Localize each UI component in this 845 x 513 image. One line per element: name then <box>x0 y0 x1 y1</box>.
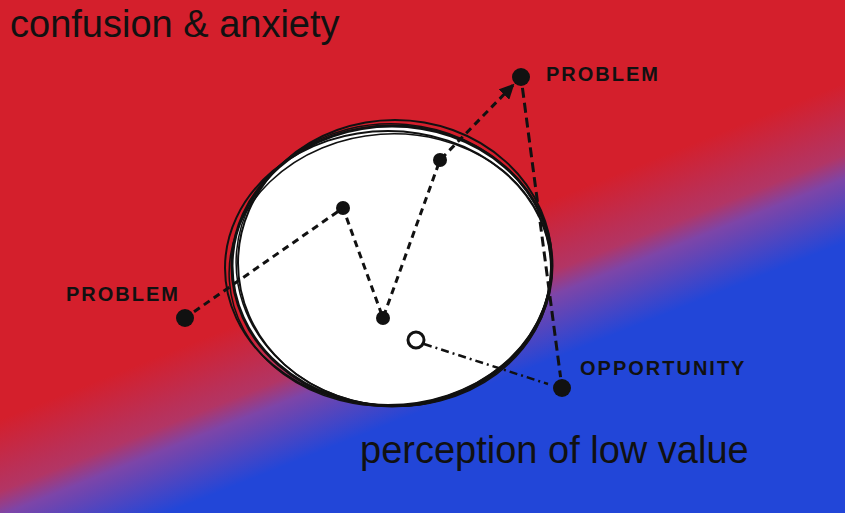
point-label: OPPORTUNITY <box>580 358 746 378</box>
point-label: PROBLEM <box>66 284 180 304</box>
dashed-connector <box>522 88 560 377</box>
path-waypoints <box>336 153 447 325</box>
labeled-point: PROBLEM <box>175 308 195 328</box>
labeled-point: OPPORTUNITY <box>552 378 572 398</box>
point-dot <box>511 67 531 87</box>
caption-text: perception of low value <box>360 430 749 472</box>
point-label: PROBLEM <box>546 64 660 84</box>
point-dot <box>552 378 572 398</box>
dashed-connector <box>194 85 513 318</box>
labeled-point: PROBLEM <box>511 67 531 87</box>
hand-drawn-circle <box>220 111 564 419</box>
point-dot <box>175 308 195 328</box>
open-start-point <box>408 332 548 384</box>
caption-text: confusion & anxiety <box>10 4 340 46</box>
